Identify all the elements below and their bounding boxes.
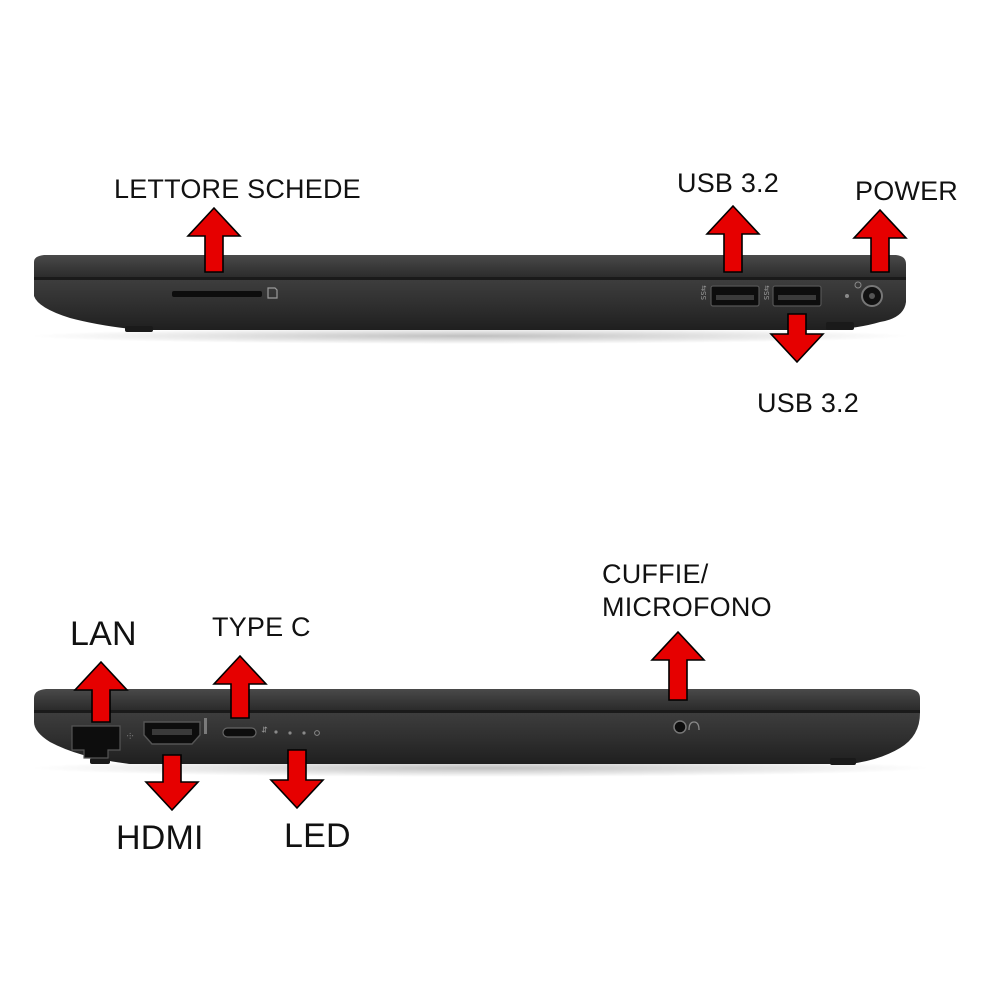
lan-port [71, 725, 121, 759]
laptop-right-side-view: SS⇆ SS⇆ [30, 255, 910, 344]
label-power: POWER [855, 176, 959, 206]
laptop-lid [34, 255, 906, 279]
arrow-lan [73, 660, 129, 723]
label-headphones: CUFFIE/ MICROFONO [602, 558, 772, 624]
label-headphones-line2: MICROFONO [602, 592, 772, 622]
arrow-card-reader [186, 206, 242, 273]
arrow-headphones [650, 630, 706, 701]
label-lan: LAN [70, 615, 137, 653]
headphone-icon [688, 721, 700, 731]
arrow-usb-top [705, 204, 761, 273]
power-icon [854, 281, 862, 289]
usb-c-port [222, 727, 257, 738]
label-card-reader: LETTORE SCHEDE [114, 174, 361, 204]
led-indicator-icon [274, 730, 320, 736]
svg-text:⸭: ⸭ [126, 732, 135, 739]
sd-card-icon [267, 287, 278, 299]
arrow-power [852, 208, 908, 273]
arrow-type-c [212, 654, 268, 719]
laptop-left-side-view: ⸭ ⇆ [30, 689, 930, 777]
label-usb-bottom: USB 3.2 [757, 388, 859, 418]
arrow-led [269, 749, 325, 810]
callout-arrows [73, 204, 908, 812]
label-hdmi: HDMI [116, 819, 204, 857]
sd-card-slot [172, 291, 262, 297]
svg-text:SS⇆: SS⇆ [700, 285, 708, 300]
label-led: LED [284, 817, 351, 855]
laptop-lid [34, 689, 920, 711]
label-headphones-line1: CUFFIE/ [602, 559, 709, 589]
usb-c-icon: ⇆ [260, 726, 269, 733]
label-usb-top: USB 3.2 [677, 168, 779, 198]
ss-usb-icon: SS⇆ [763, 285, 771, 300]
label-type-c: TYPE C [212, 612, 311, 642]
audio-jack [673, 720, 687, 734]
network-icon: ⸭ [126, 732, 135, 739]
ss-usb-icon: SS⇆ [700, 285, 708, 300]
arrow-usb-bottom [769, 313, 825, 364]
svg-text:SS⇆: SS⇆ [763, 285, 771, 300]
power-led [845, 294, 849, 298]
arrow-hdmi [144, 754, 200, 812]
svg-text:⇆: ⇆ [260, 726, 269, 733]
hdmi-icon [204, 718, 207, 734]
